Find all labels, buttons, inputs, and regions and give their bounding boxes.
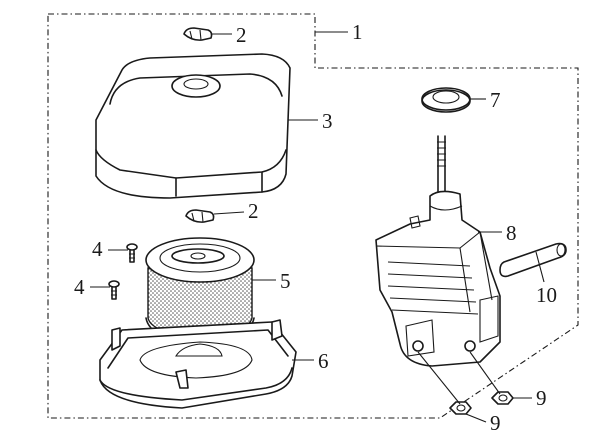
part-3-cover <box>95 53 291 199</box>
callout-6: 6 <box>318 349 329 373</box>
leader-lines <box>90 31 545 423</box>
callout-9-right: 9 <box>536 386 547 410</box>
callout-4-lower: 4 <box>74 275 85 299</box>
part-2-clip-lower <box>185 209 215 223</box>
part-2-clip-top <box>183 27 213 41</box>
callout-4-upper: 4 <box>92 237 103 261</box>
part-4-bolt-lower <box>108 280 120 300</box>
part-8-case <box>375 190 501 367</box>
part-9-nut-right <box>491 391 514 405</box>
callout-5: 5 <box>280 269 291 293</box>
callout-8: 8 <box>506 221 517 245</box>
callout-2-lower: 2 <box>248 199 259 223</box>
part-10-tube <box>499 242 567 278</box>
part-4-bolt-upper <box>126 243 138 263</box>
callout-2-top: 2 <box>236 23 247 47</box>
callout-1: 1 <box>352 20 363 44</box>
part-6-base <box>99 319 297 409</box>
callout-3: 3 <box>322 109 333 133</box>
callout-7: 7 <box>490 88 501 112</box>
assembly-boundary <box>47 13 579 419</box>
part-7-seal-ring <box>421 87 471 113</box>
part-8-rod <box>437 135 446 201</box>
part-9-nut-left <box>449 401 472 415</box>
callout-10: 10 <box>536 283 557 307</box>
callout-9-left: 9 <box>490 411 501 435</box>
